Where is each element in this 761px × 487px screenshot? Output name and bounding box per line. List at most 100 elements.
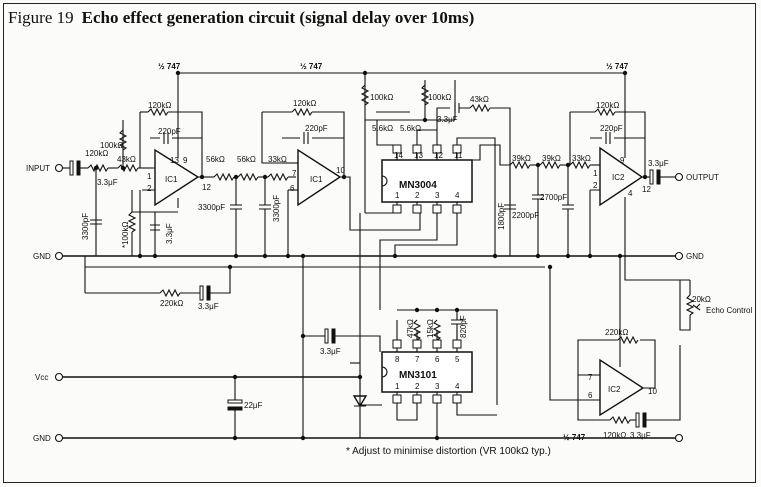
ic2a-pin-9: 9 (620, 156, 625, 165)
mn3004-label: MN3004 (399, 180, 437, 191)
echo-control-pot (679, 280, 701, 331)
echo-control-label: Echo Control (706, 306, 752, 315)
mn3004-pin-13: 13 (414, 151, 423, 160)
mn3101-pin-3: 3 (435, 382, 440, 391)
mn3004-pin-11: 11 (454, 151, 463, 160)
figure-title: Echo effect generation circuit (signal d… (81, 8, 475, 27)
ic1a-pin-1: 1 (147, 172, 152, 181)
r-43k-a-label: 43kΩ (117, 155, 136, 164)
mn3101-pin-7: 7 (415, 355, 420, 364)
c-fb1-label: 220pF (158, 127, 181, 136)
ic2b-opamp (549, 256, 681, 428)
adjustment-footnote: * Adjust to minimise distortion (VR 100k… (346, 446, 551, 457)
ic2b-label: IC2 (608, 385, 621, 394)
mn3101-pin-8: 8 (395, 355, 400, 364)
output-terminal (674, 172, 684, 182)
c-3-3-b-label: 3.3μF (437, 115, 458, 124)
c-in-label: 3.3μF (97, 178, 118, 187)
r-fb4-label: 220kΩ (605, 328, 628, 337)
ic2a-label: IC2 (612, 173, 625, 182)
vr-100k-label: *100kΩ (121, 222, 130, 248)
c-3-3-a-label: 3.3μF (165, 223, 174, 244)
gnd-rail (54, 251, 684, 261)
gnd-rail-bottom (54, 433, 684, 443)
r-220k-label: 220kΩ (160, 299, 183, 308)
c-3-3-c-label: 3.3μF (198, 302, 219, 311)
ic2a-pin-12: 12 (642, 185, 651, 194)
half-747-b: ½ 747 (300, 62, 323, 71)
mn3101-chip (302, 213, 498, 438)
ic1a-opamp (128, 73, 214, 256)
ic2a-pin-4: 4 (628, 189, 633, 198)
c-3300-c-label: 3300pF (272, 195, 281, 222)
r-100k-c-label: 100kΩ (428, 93, 451, 102)
filter-stage-1 (213, 173, 296, 256)
mn3004-pin-14: 14 (394, 151, 403, 160)
mn3004-pin-1: 1 (395, 191, 400, 200)
r-56k-b-label: 56kΩ (237, 155, 256, 164)
r-fb2-label: 120kΩ (293, 99, 316, 108)
half-747-a: ½ 747 (158, 62, 181, 71)
r-120k-bot-label: 120kΩ (603, 431, 626, 440)
vcc-decoupling (227, 377, 243, 438)
mn3101-pin-6: 6 (435, 355, 440, 364)
c-fb3-label: 220pF (600, 124, 623, 133)
c-3300-a-label: 3300pF (81, 213, 90, 240)
r-5-6k-a-label: 5.6kΩ (372, 124, 393, 133)
mn3101-label: MN3101 (399, 370, 437, 381)
ic2a-pin-2: 2 (593, 181, 598, 190)
ic1b-label: IC1 (310, 175, 323, 184)
c-fb2-label: 220pF (305, 124, 328, 133)
mn3004-pin-12: 12 (434, 151, 443, 160)
r-39k-b-label: 39kΩ (542, 154, 561, 163)
filter-stage-2 (472, 144, 600, 256)
ic1a-pin-12: 12 (202, 183, 211, 192)
vcc-label: Vcc (35, 373, 48, 382)
ic2a-opamp (569, 73, 690, 281)
c-3-3-d-label: 3.3μF (320, 347, 341, 356)
ic1a-pin-2: 2 (147, 184, 152, 193)
r-33k-b-label: 33kΩ (572, 154, 591, 163)
r-100k-b-label: 100kΩ (370, 93, 393, 102)
r-fb3-label: 120kΩ (596, 101, 619, 110)
input-terminal (54, 163, 64, 173)
gnd-terminal-right (674, 251, 684, 261)
ic1b-opamp (261, 108, 421, 256)
mn3004-pin-2: 2 (415, 191, 420, 200)
r-39k-a-label: 39kΩ (512, 154, 531, 163)
gnd-bottom-label: GND (33, 434, 51, 443)
c-3-3-e-label: 3.3μF (630, 431, 651, 440)
r-43k-b-label: 43kΩ (470, 95, 489, 104)
gnd-bottom-terminal-right (674, 433, 684, 443)
feedback-path (84, 256, 231, 301)
output-label: OUTPUT (686, 173, 719, 182)
ic2b-pin-6: 6 (588, 391, 593, 400)
figure-header: Figure 19 Echo effect generation circuit… (8, 8, 474, 30)
r-100k-a-label: 100kΩ (100, 141, 123, 150)
ic2b-pin-10: 10 (648, 387, 657, 396)
ic2b-pin-7: 7 (588, 373, 593, 382)
ic2a-pin-1: 1 (593, 169, 598, 178)
vcc-terminal (54, 372, 64, 382)
mn3101-pin-5: 5 (455, 355, 460, 364)
r-15k-label: 15kΩ (426, 319, 435, 338)
ic1a-label: IC1 (165, 175, 178, 184)
ic1b-pin-7: 7 (292, 169, 297, 178)
gnd-terminal-left (54, 251, 64, 261)
c-2200-label: 2200pF (512, 211, 539, 220)
r-56k-a-label: 56kΩ (206, 155, 225, 164)
half-747-c: ½ 747 (606, 62, 629, 71)
c-2700-label: 2700pF (540, 193, 567, 202)
mn3004-pin-4: 4 (455, 191, 460, 200)
junction-dots (93, 70, 648, 441)
ic1a-pin-13: 13 (170, 156, 179, 165)
gnd-right-label: GND (686, 252, 704, 261)
figure-border (3, 3, 756, 483)
figure-number: Figure 19 (8, 8, 74, 27)
ic1b-pin-10: 10 (336, 166, 345, 175)
r-47k-label: 47kΩ (406, 319, 415, 338)
mn3101-pin-2: 2 (415, 382, 420, 391)
c-22-label: 22μF (244, 401, 263, 410)
